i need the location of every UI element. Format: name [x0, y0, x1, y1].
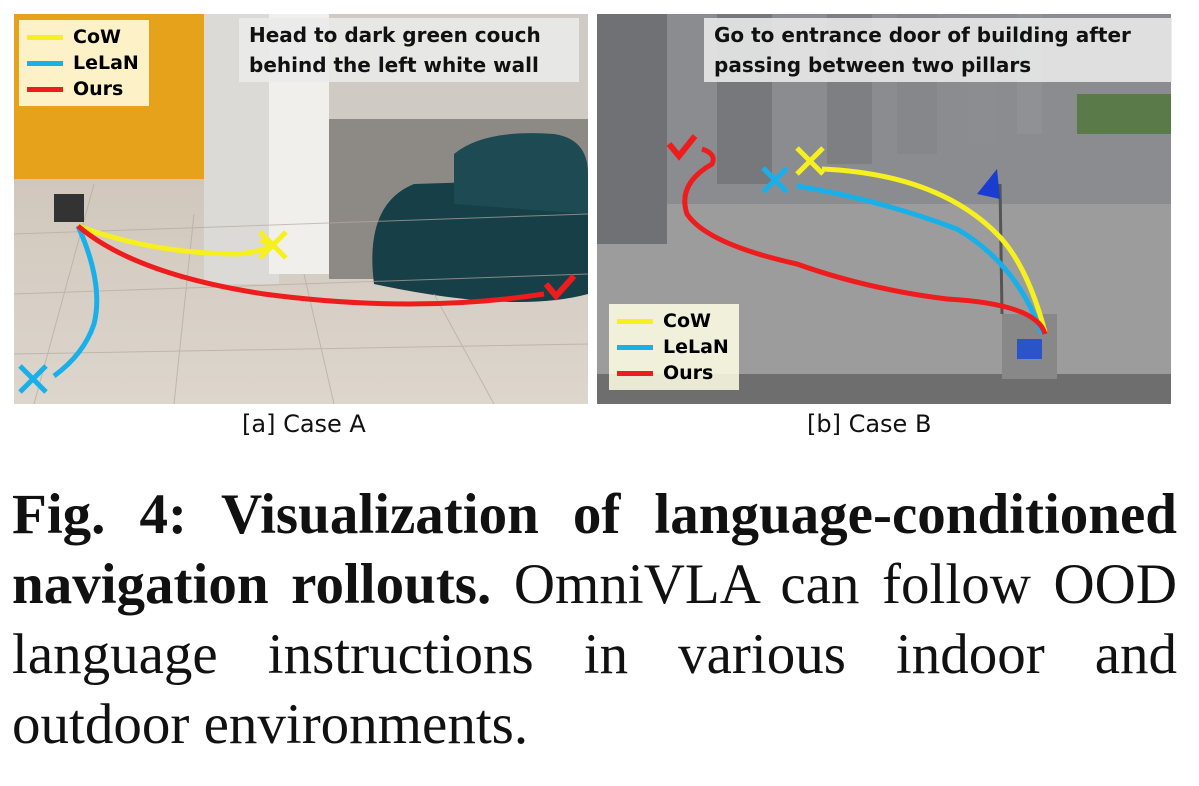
legend-label: Ours [73, 78, 124, 100]
legend-swatch-ours [617, 370, 653, 376]
legend-swatch-ours [27, 86, 63, 92]
legend-label: LeLaN [73, 52, 139, 74]
legend-swatch-cow [27, 34, 63, 40]
legend-label: Ours [663, 362, 714, 384]
caption-label: Fig. 4: [12, 483, 187, 546]
caption-title: Visualization of language-conditioned na… [12, 483, 1178, 616]
legend-label: LeLaN [663, 336, 729, 358]
legend-label: CoW [73, 26, 121, 48]
figure-caption: Fig. 4: Visualization of language-condit… [12, 480, 1177, 760]
legend-label: CoW [663, 310, 711, 332]
instruction-text: Head to dark green couch behind the left… [239, 18, 579, 82]
legend-swatch-lelan [617, 344, 653, 350]
legend: CoW LeLaN Ours [19, 20, 149, 106]
subcaption-a: [a] Case A [242, 410, 366, 438]
case-a-image: CoW LeLaN Ours Head to dark green couch … [14, 14, 588, 404]
caption-body: OmniVLA can follow OOD language instruct… [12, 553, 1177, 756]
subcaption-b: [b] Case B [807, 410, 932, 438]
case-b-image: CoW LeLaN Ours Go to entrance door of bu… [597, 14, 1172, 404]
legend: CoW LeLaN Ours [609, 304, 739, 390]
instruction-text: Go to entrance door of building after pa… [704, 18, 1172, 82]
legend-swatch-lelan [27, 60, 63, 66]
legend-swatch-cow [617, 318, 653, 324]
